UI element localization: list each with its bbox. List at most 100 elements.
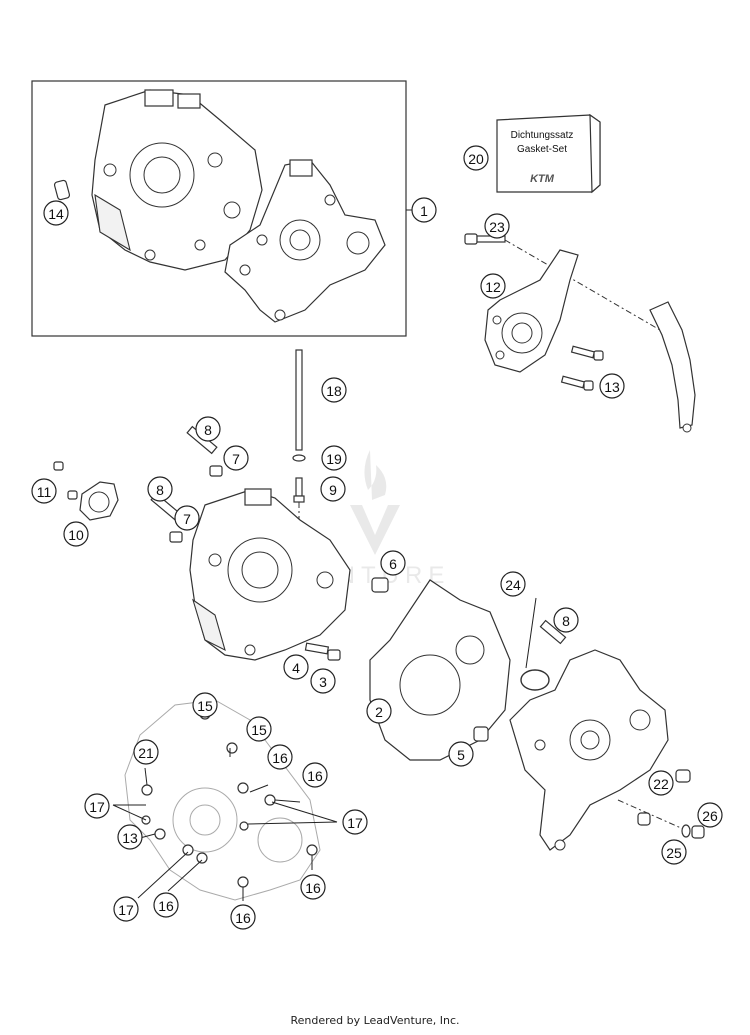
callout-c15b: 15 [246, 716, 272, 742]
callout-circle [366, 698, 392, 724]
callout-circle [321, 445, 347, 471]
callout-c9: 9 [320, 476, 346, 502]
callout-c6: 6 [380, 550, 406, 576]
bolt-23 [464, 233, 506, 245]
callout-label: 13 [604, 379, 620, 395]
callout-c16a: 16 [267, 744, 293, 770]
callout-c22: 22 [648, 770, 674, 796]
gasket-box-line2: Gasket-Set [517, 144, 567, 155]
callout-label: 16 [158, 898, 174, 914]
sleeve-22 [675, 769, 691, 783]
gasket-box-line1: Dichtungssatz [511, 130, 574, 141]
callout-c26: 26 [697, 802, 723, 828]
callout-circle [648, 770, 674, 796]
leader-lines [112, 209, 537, 901]
callout-label: 6 [389, 556, 397, 572]
sleeve-7-lower [169, 531, 183, 543]
crankcase-assembly-frame [31, 80, 407, 337]
callout-c13a: 13 [599, 373, 625, 399]
sleeve-7-upper [209, 465, 223, 477]
callout-circle [310, 668, 336, 694]
callout-circle [697, 802, 723, 828]
callout-circle [342, 809, 368, 835]
callout-label: 5 [457, 747, 465, 763]
seal-6 [371, 577, 389, 593]
callout-label: 1 [420, 203, 428, 219]
callout-c17c: 17 [113, 896, 139, 922]
callout-c8c: 8 [553, 607, 579, 633]
footer-credit: Rendered by LeadVenture, Inc. [290, 1014, 460, 1027]
crankcase-left-half-top [91, 89, 263, 271]
callout-label: 19 [326, 451, 342, 467]
gasket-set-box: Dichtungssatz Gasket-Set KTM [496, 113, 601, 194]
callout-label: 24 [505, 577, 521, 593]
callout-label: 4 [292, 660, 300, 676]
callout-label: 8 [204, 422, 212, 438]
callout-c7b: 7 [174, 505, 200, 531]
callout-label: 17 [347, 815, 363, 831]
plug-3 [327, 649, 341, 661]
callout-label: 8 [562, 613, 570, 629]
callout-circle [500, 571, 526, 597]
callout-circle [63, 521, 89, 547]
callout-c20: 20 [463, 145, 489, 171]
callout-label: 7 [183, 511, 191, 527]
callout-circle [223, 445, 249, 471]
callout-c17a: 17 [84, 793, 110, 819]
callout-label: 17 [118, 902, 134, 918]
o-ring-24 [520, 669, 550, 691]
callout-c25: 25 [661, 839, 687, 865]
callout-circle [246, 716, 272, 742]
callout-circle [463, 145, 489, 171]
washer-19 [292, 454, 306, 462]
callout-circle [661, 839, 687, 865]
callout-circle [553, 607, 579, 633]
callout-label: 12 [485, 279, 501, 295]
callout-circle [84, 793, 110, 819]
callout-circle [320, 476, 346, 502]
screw-4 [304, 642, 330, 655]
bearing-5 [473, 726, 489, 742]
callout-label: 15 [197, 698, 213, 714]
callout-c5: 5 [448, 741, 474, 767]
callout-c21: 21 [133, 739, 159, 765]
callout-c4: 4 [283, 654, 309, 680]
callout-label: 8 [156, 482, 164, 498]
callout-label: 15 [251, 722, 267, 738]
callout-label: 16 [307, 768, 323, 784]
screw-11a [53, 461, 64, 471]
callout-c16c: 16 [153, 892, 179, 918]
sleeve-22b [637, 812, 651, 826]
callout-label: 16 [235, 910, 251, 926]
callout-c24: 24 [500, 571, 526, 597]
callout-circle [484, 213, 510, 239]
callout-circle [480, 273, 506, 299]
callout-c8a: 8 [195, 416, 221, 442]
callout-c13b: 13 [117, 824, 143, 850]
clutch-cover-12 [484, 249, 579, 373]
crankcase-right-half-top [224, 159, 386, 323]
callout-c16b: 16 [302, 762, 328, 788]
callout-label: 3 [319, 674, 327, 690]
callout-label: 13 [122, 830, 138, 846]
callout-c19: 19 [321, 445, 347, 471]
callout-circle [113, 896, 139, 922]
screw-11b [67, 490, 78, 500]
callout-c23: 23 [484, 213, 510, 239]
dowel-8-right [539, 619, 567, 645]
stud-18 [295, 349, 303, 451]
callout-circle [599, 373, 625, 399]
callout-circle [192, 692, 218, 718]
bolts-13 [560, 345, 604, 391]
callout-label: 10 [68, 527, 84, 543]
callout-c12: 12 [480, 273, 506, 299]
callout-c18: 18 [321, 377, 347, 403]
callout-circle [411, 197, 437, 223]
callout-c17b: 17 [342, 809, 368, 835]
callout-circle [302, 762, 328, 788]
callout-circle [43, 200, 69, 226]
callout-c11: 11 [31, 478, 57, 504]
nut-26 [691, 825, 705, 839]
callout-c16e: 16 [300, 874, 326, 900]
